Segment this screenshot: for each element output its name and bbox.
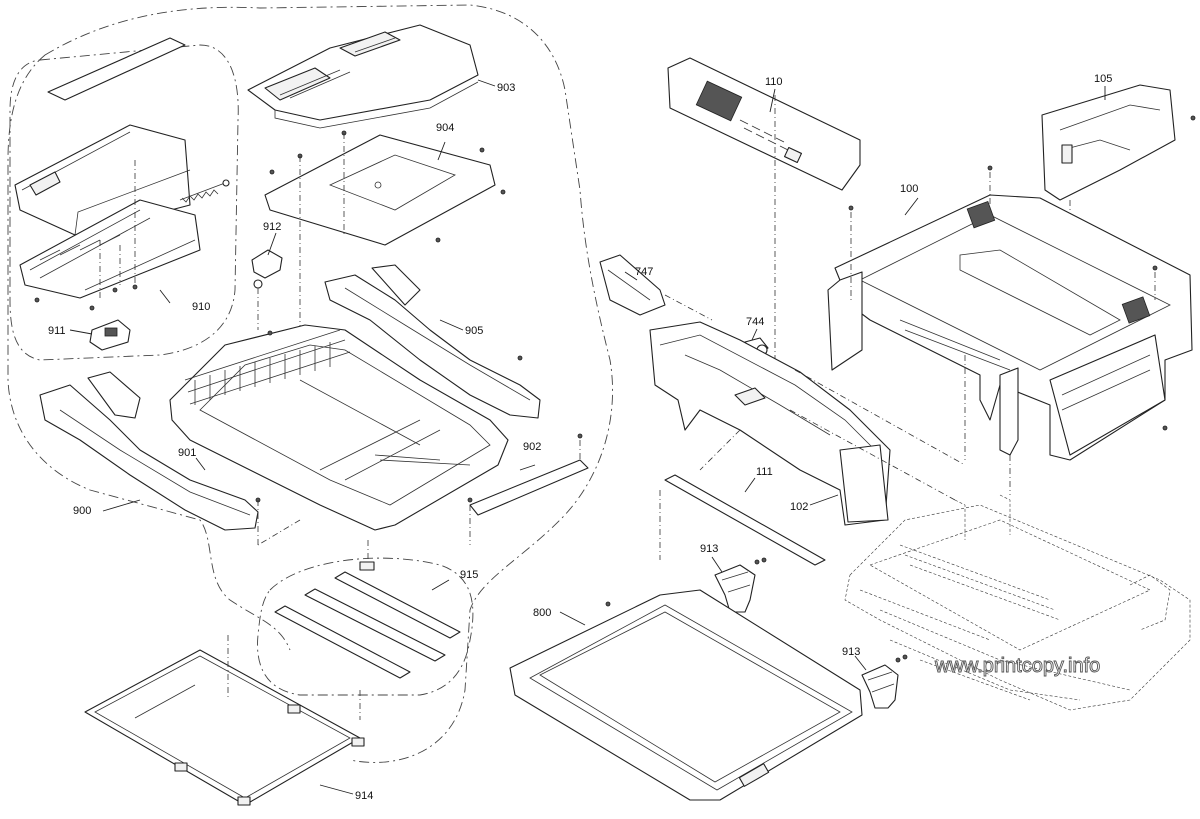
callout-903: 903 [497,82,515,94]
callout-912: 912 [263,221,281,233]
callout-111: 111 [756,466,773,478]
callout-913-lower: 913 [842,646,860,658]
part-914-mat [84,635,365,806]
guide-lines-102 [789,355,966,501]
part-903-tray [247,24,479,129]
callout-915: 915 [460,569,478,581]
part-102-frame [649,321,891,526]
part-800-scanner-unit [509,589,863,801]
callout-905: 905 [465,325,483,337]
part-100-housing [827,165,1193,495]
callout-902: 902 [523,441,541,453]
callout-747: 747 [635,266,653,278]
part-913-hinge-lower [854,654,908,709]
callout-910: 910 [192,301,210,313]
part-110-control-panel [667,57,861,380]
callout-102: 102 [790,501,808,513]
callout-105: 105 [1094,73,1112,85]
part-901-side-cover [39,371,261,531]
group-900-boundary [7,4,613,763]
callout-913-upper: 913 [700,543,718,555]
printer-mechanism [844,494,1191,711]
adf-frame [169,324,509,560]
callout-800: 800 [533,607,551,619]
part-910-cover [14,37,230,311]
part-913-hinge-upper [711,556,767,613]
callout-110: 110 [765,76,783,88]
callout-914: 914 [355,790,373,802]
part-105-side-panel [1041,84,1196,225]
part-904-plate [264,130,506,330]
callout-744: 744 [746,316,764,328]
part-915-pads [274,561,461,679]
leaders [102,79,1106,795]
callout-904: 904 [436,122,454,134]
watermark-text: www.printcopy.info [934,655,1100,677]
part-747-bracket [599,254,713,321]
part-902-strip [469,433,589,516]
callout-911: 911 [48,325,66,337]
part-912-bracket [251,249,283,330]
group-915-boundary [257,557,474,696]
part-905-side-cover [324,264,541,419]
part-111-glass-strip [659,474,826,566]
callout-901: 901 [178,447,196,459]
part-911-sensor [69,319,131,351]
callout-900: 900 [73,505,91,517]
group-910-boundary [9,44,239,361]
callout-100: 100 [900,183,918,195]
